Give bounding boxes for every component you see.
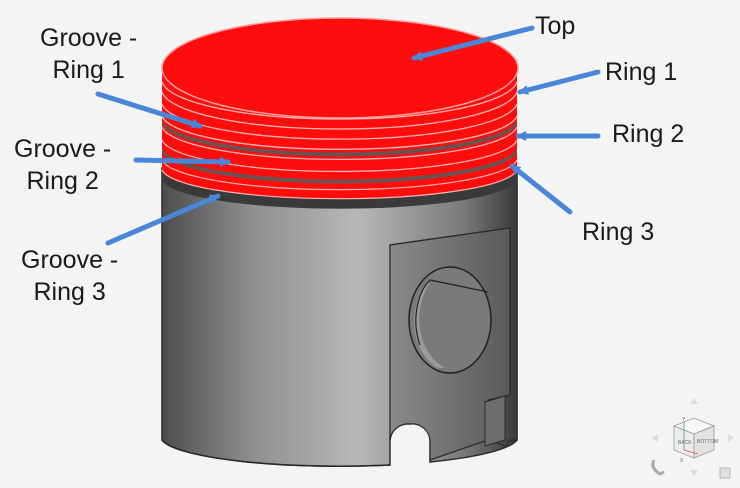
groove-ring-3 (162, 170, 517, 209)
label-ring-1: Ring 1 (605, 58, 678, 86)
label-groove-ring-2: Groove - Ring 2 (14, 135, 112, 195)
label-groove-ring-3: Groove - Ring 3 (21, 246, 119, 306)
label-ring-2: Ring 2 (612, 120, 685, 148)
rotate-up-icon[interactable] (690, 398, 698, 404)
axis-y-label: Y (682, 417, 686, 423)
axis-x-label: X (680, 458, 684, 464)
arrow-groove-3 (105, 193, 221, 246)
arrow-ring-1 (517, 69, 601, 95)
rotate-down-icon[interactable] (690, 470, 698, 476)
arrow-top (411, 25, 535, 61)
label-top: Top (535, 12, 576, 40)
arrow-groove-2 (133, 156, 231, 167)
pin-hole (408, 266, 492, 374)
viewcube-face-left[interactable]: BACK (678, 440, 692, 446)
label-groove-ring-1: Groove - Ring 1 (40, 24, 138, 84)
arrow-groove-1 (95, 91, 203, 129)
rotate-right-icon[interactable] (728, 434, 734, 442)
orbit-icon[interactable] (651, 459, 665, 476)
arrow-ring-3 (509, 163, 573, 215)
home-view-icon[interactable] (719, 467, 731, 479)
view-cube[interactable]: BACK BOTTOM Y X (640, 388, 736, 484)
label-ring-3: Ring 3 (582, 218, 655, 246)
rotate-left-icon[interactable] (652, 434, 658, 442)
piston-top-face (161, 17, 519, 119)
callout-arrows (95, 25, 601, 246)
viewcube-face-right[interactable]: BOTTOM (697, 439, 718, 445)
